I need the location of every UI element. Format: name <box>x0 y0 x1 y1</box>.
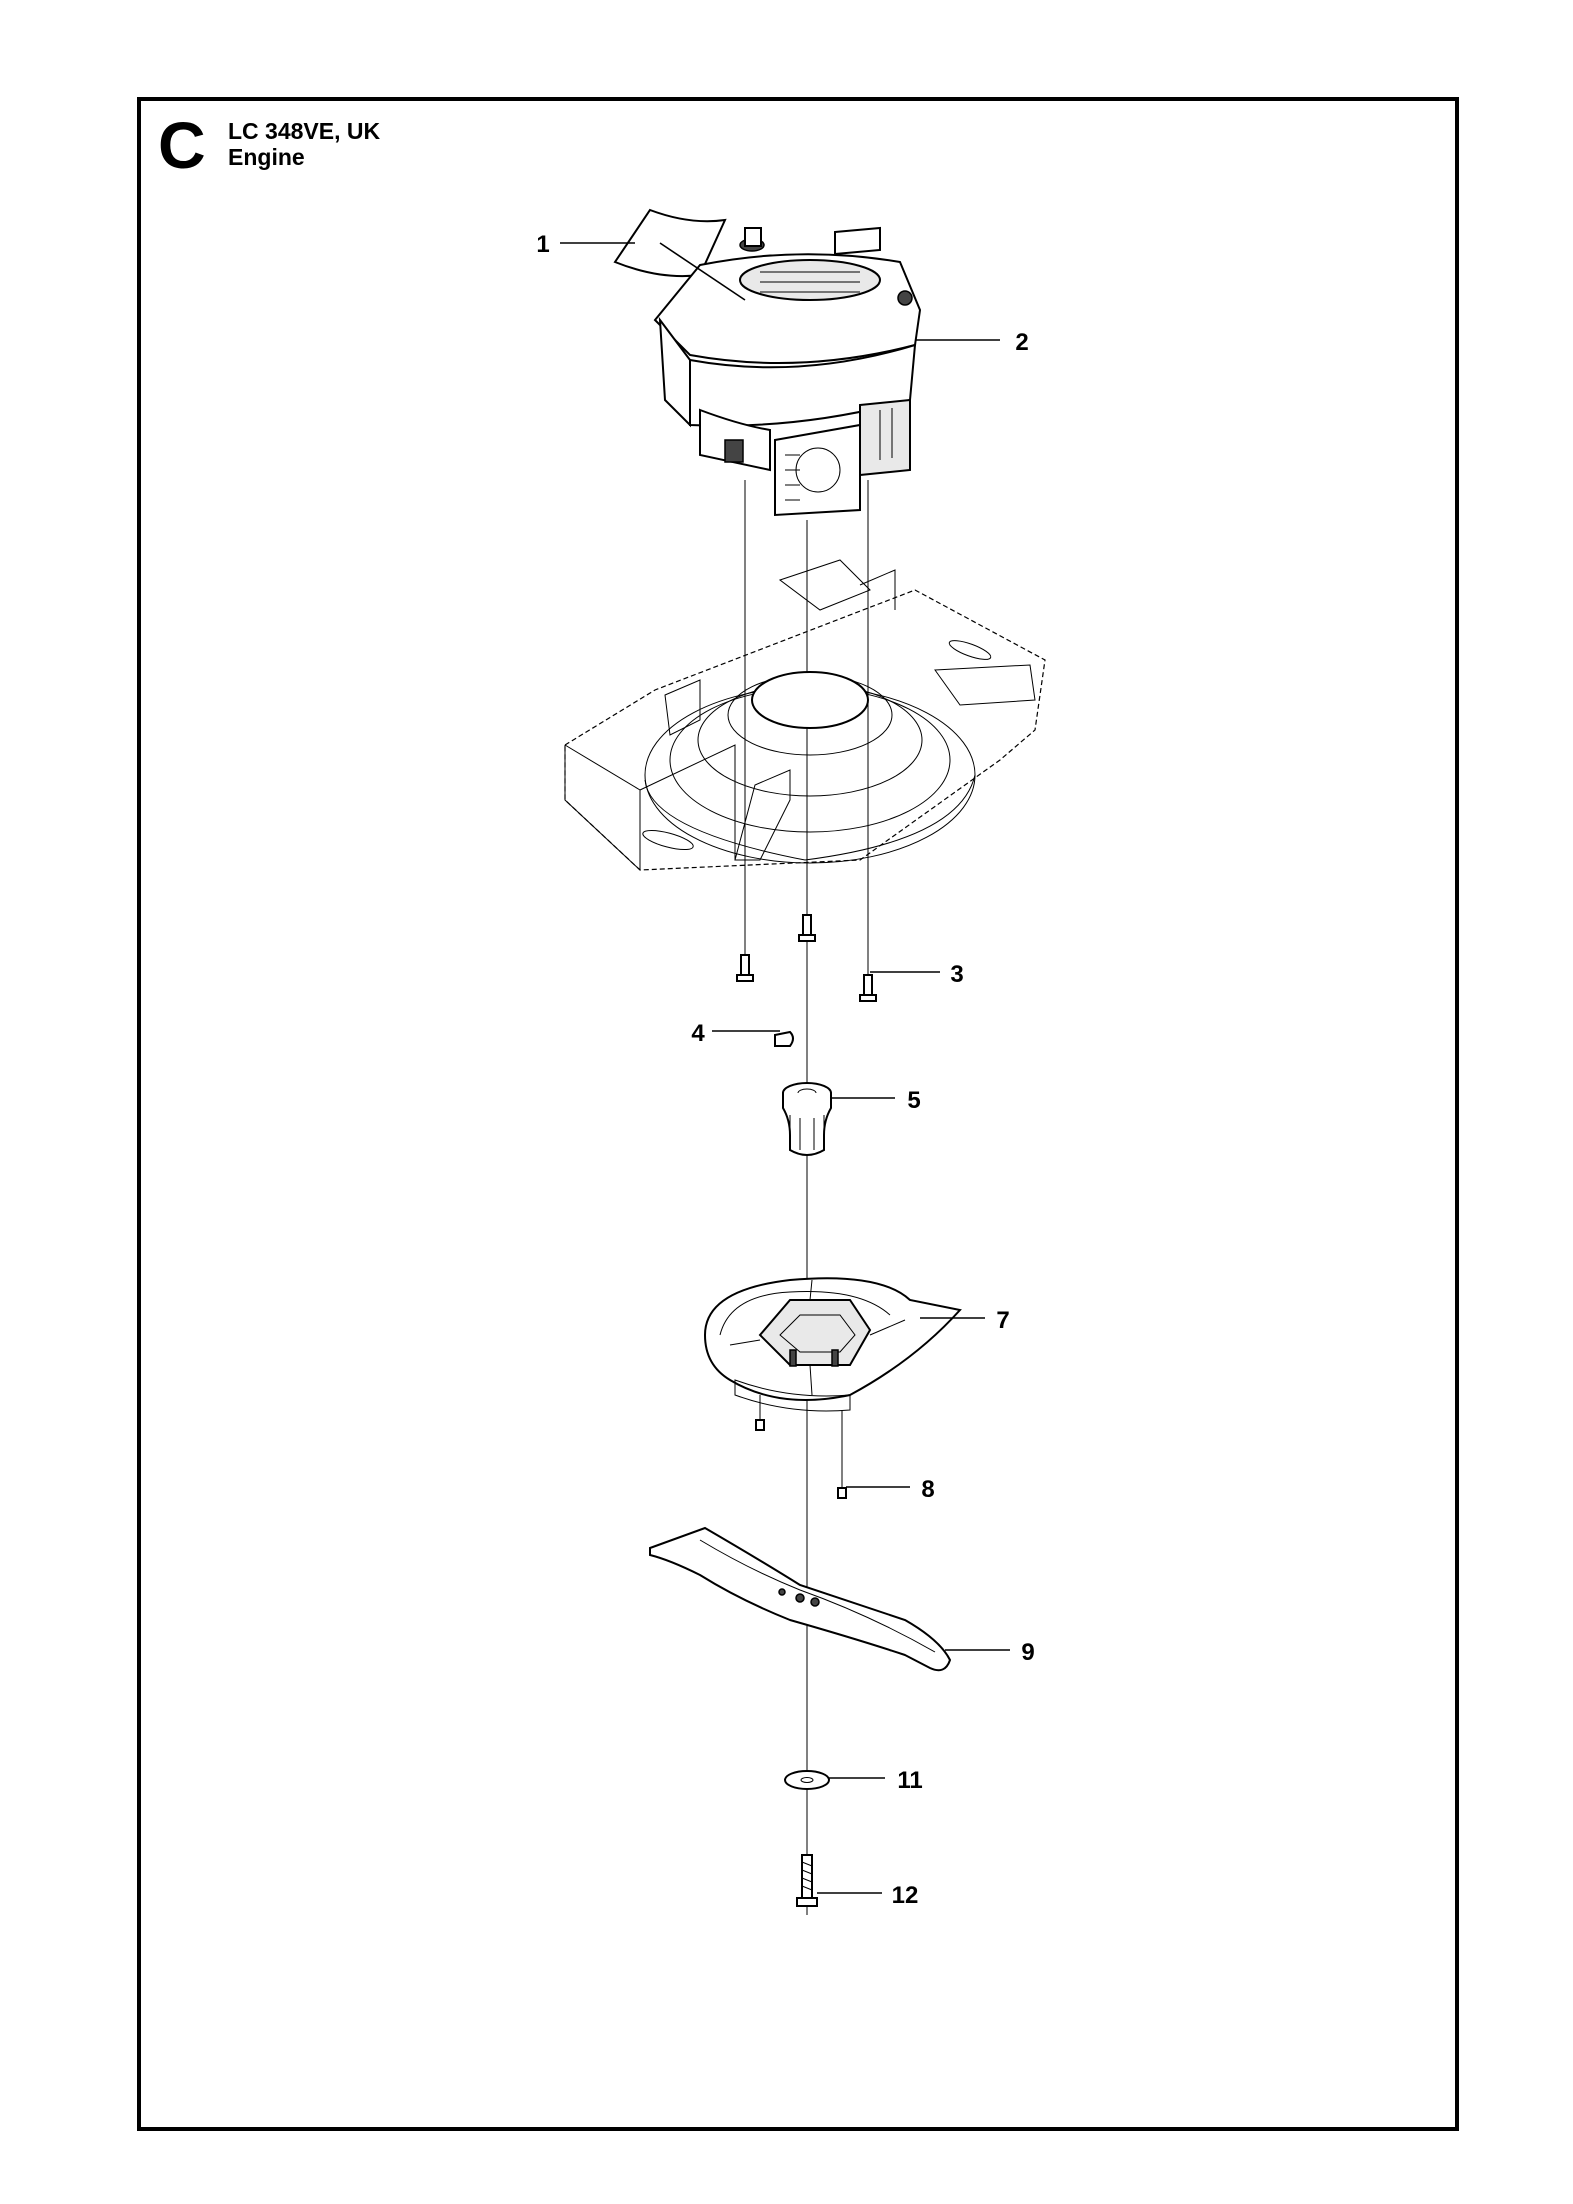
part-blade-boss <box>703 1277 962 1412</box>
page-subtitle: Engine <box>228 144 305 170</box>
callout-2: 2 <box>1015 329 1028 356</box>
part-deck-bolts <box>736 914 877 1002</box>
part-washer <box>784 1770 830 1790</box>
model-title: LC 348VE, UK <box>228 118 381 144</box>
callout-7: 7 <box>996 1307 1009 1334</box>
callout-5: 5 <box>907 1087 920 1114</box>
callout-leaders <box>560 242 1010 1894</box>
part-blade <box>649 1526 952 1672</box>
callout-3: 3 <box>950 961 963 988</box>
part-engine <box>653 226 922 517</box>
part-mower-deck <box>564 559 1046 871</box>
callout-8: 8 <box>921 1476 934 1503</box>
callout-11: 11 <box>897 1767 922 1794</box>
page-frame <box>137 97 1459 2131</box>
part-key <box>774 1030 794 1047</box>
section-letter: C <box>158 108 206 182</box>
part-screws <box>755 1395 847 1499</box>
part-blade-adapter <box>782 1082 832 1156</box>
callout-9: 9 <box>1021 1639 1034 1666</box>
callout-1: 1 <box>536 231 549 258</box>
callout-12: 12 <box>892 1882 919 1909</box>
part-blade-bolt <box>796 1854 818 1907</box>
callout-4: 4 <box>691 1020 705 1047</box>
